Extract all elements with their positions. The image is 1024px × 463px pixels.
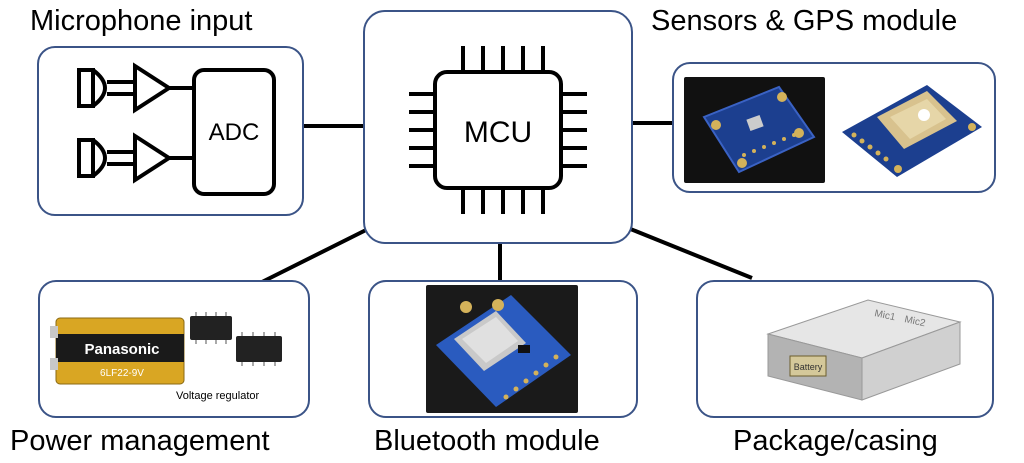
microphone-icon [77, 68, 107, 108]
package-title: Package/casing [733, 425, 938, 457]
gps-module-photo [832, 77, 990, 183]
sensors-gps-box [672, 62, 996, 193]
sensors-title: Sensors & GPS module [651, 5, 958, 37]
bluetooth-module-box [368, 280, 638, 418]
power-components: Panasonic 6LF22-9V [50, 312, 282, 385]
mcu-chip: MCU [409, 46, 587, 214]
bluetooth-title: Bluetooth module [374, 425, 600, 457]
amplifier-icon [133, 62, 173, 114]
adc-block [192, 68, 276, 196]
power-title: Power management [10, 425, 270, 457]
battery-compartment-label: Battery [794, 362, 823, 372]
amplifier-icon [133, 132, 173, 184]
battery-9v-image: Panasonic 6LF22-9V [50, 317, 185, 385]
battery-compartment [789, 355, 827, 377]
adc-label: ADC [209, 119, 260, 146]
voltage-regulator-label: Voltage regulator [176, 390, 260, 402]
package-casing-box: Mic1 Mic2 Battery [696, 280, 994, 418]
microphone-title: Microphone input [30, 5, 253, 37]
mic2-label: Mic2 [903, 314, 926, 329]
microphone-icon [77, 138, 107, 178]
sensor-board-image [702, 85, 816, 174]
mcu-label: MCU [464, 116, 532, 149]
wire-mcu-package [627, 226, 753, 280]
battery-brand: Panasonic [84, 341, 159, 358]
mcu-box: MCU [363, 10, 633, 244]
power-management-box: Panasonic 6LF22-9V Voltage regulator [38, 280, 310, 418]
mic1-label: Mic1 [873, 308, 896, 323]
bluetooth-board-image [436, 295, 571, 407]
voltage-regulator-chips [190, 312, 282, 366]
battery-model: 6LF22-9V [100, 368, 144, 379]
microphone-input-box: ADC [37, 46, 304, 216]
gps-board-image [842, 85, 982, 177]
bluetooth-board-photo [426, 285, 578, 413]
casing-3d-model: Mic1 Mic2 Battery [766, 299, 962, 401]
pressure-sensor-photo [684, 77, 825, 183]
microphone-circuit: ADC [77, 62, 276, 196]
wire-mcu-power [261, 226, 371, 284]
